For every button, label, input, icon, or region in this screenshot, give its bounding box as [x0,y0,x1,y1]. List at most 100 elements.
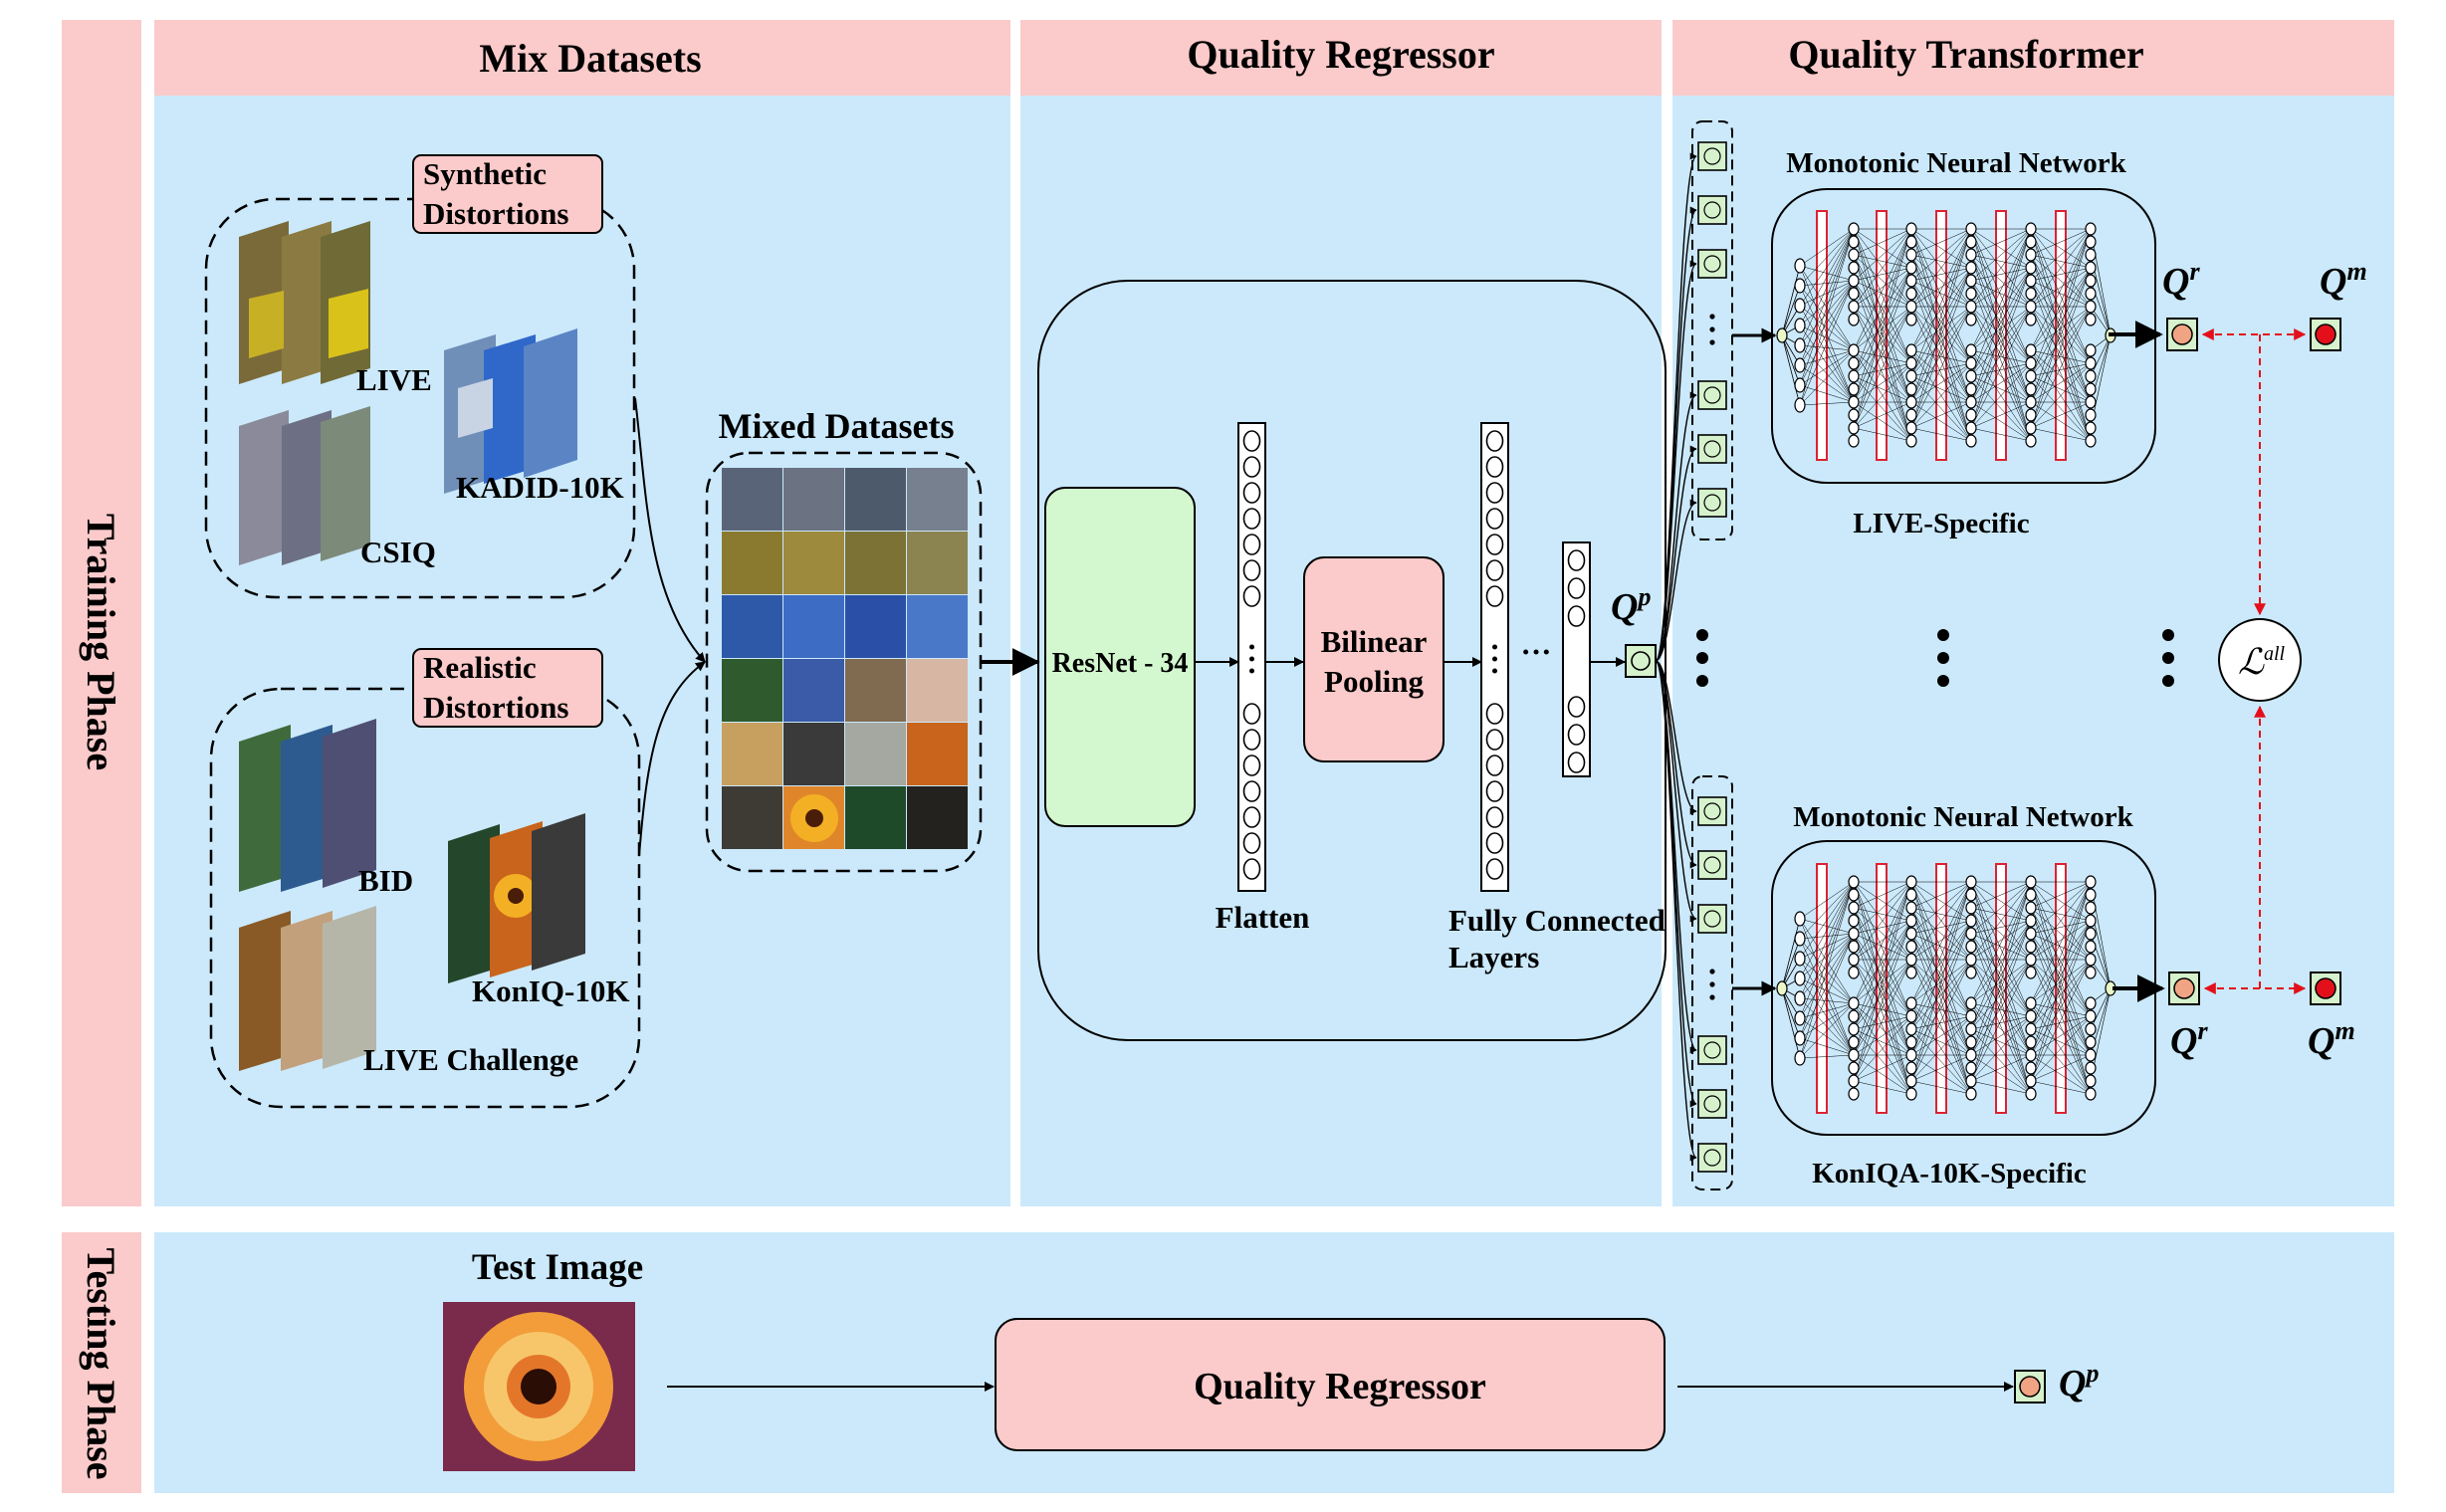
mnn-neuron [2025,1022,2037,1036]
mnn-neuron [1794,318,1806,333]
mnn-neuron [1965,875,1977,889]
mnn-edge [1853,920,1912,1056]
mnn-edge [1799,280,1855,386]
mnn-neuron [1965,382,1977,396]
mnn-edge [1799,977,1855,1056]
mnn-edge [2030,228,2092,308]
neuron [1567,724,1586,746]
mnn-neuron [1848,1022,1860,1036]
mnn-edge [2030,306,2092,403]
qm-top-label: Qm [2320,257,2367,303]
mnn-edge [1910,920,1972,961]
mnn-neuron [2025,421,2037,435]
mnn-edge [1910,881,1972,1082]
mnn-neuron [1848,966,1860,979]
mnn-neuron [2085,287,2097,301]
mixed-grid-image [722,532,782,594]
neuron [1242,430,1261,452]
mnn-neuron [2025,248,2037,262]
mnn-edge [1799,228,1855,287]
mnn-edge [1910,362,1972,377]
mnn-edge [1853,306,1912,377]
mnn-edge [1910,267,1972,429]
mnn-edge [1799,280,1855,406]
mnn-neuron [2085,434,2097,448]
mnn-edge [1799,933,1855,979]
mnn-edge [2030,907,2092,961]
mnn-edge [1910,881,1972,961]
mnn-edge [1799,285,1855,351]
mnn-neuron [1848,1009,1860,1023]
input-ellipsis-dot [1709,981,1715,987]
mnn-input-neuron [1776,327,1788,343]
mnn-neuron [1965,888,1977,902]
realistic-tag-line1: Realistic [423,650,537,685]
mixed-grid-image [783,723,844,785]
mnn-neuron [1965,996,1977,1010]
mnn-neuron [2025,914,2037,928]
mnn-neuron [2085,1035,2097,1049]
mnn-neuron [2085,235,2097,249]
input-node-dot [1703,255,1721,273]
mixed-grid-image [722,595,782,658]
input-ellipsis-dot [1709,969,1715,974]
mnn-edge [1910,228,1972,364]
mnn-edge [1781,265,1801,336]
mnn-edge [1853,306,1912,429]
mnn-neuron [1965,1087,1977,1101]
mnn-edge [1853,362,1912,377]
mnn-edge [1910,228,1972,351]
mnn-neuron [2085,261,2097,275]
mnn-neuron [1848,1074,1860,1088]
fanout-arrow [1655,499,1697,662]
mixed-grid-image [907,532,968,594]
mnn-edge [1799,933,1855,999]
mnn-edge [1853,959,1912,1056]
qp-label: Qp [1611,582,1651,628]
mixed-grid-image [907,468,968,531]
mnn-edge [1910,267,1972,377]
mnn-edge [1910,959,1972,1082]
mnn-neuron [1905,300,1917,314]
live-challenge-image-stack [239,906,376,1071]
input-node-dot [1703,201,1721,219]
mnn-edge [1910,1028,1972,1056]
mnn-edge [1799,305,1855,351]
mnn-neuron [2025,274,2037,288]
qr-top-label: Qr [2162,257,2200,303]
mnn-edge [2030,1002,2092,1017]
mnn-neuron [1794,298,1806,314]
mnn-edge [1910,267,1972,308]
mnn-edge [1853,881,1912,1082]
mnn-edge [1970,1054,2032,1095]
mnn-bottom-network [1776,863,2116,1114]
mnn-neuron [1848,421,1860,435]
testing-phase-label: Testing Phase [79,1247,123,1479]
mnn-neuron [1794,971,1806,986]
mnn-neuron [2085,966,2097,979]
mnn-neuron [1794,337,1806,353]
mnn-edge [1799,938,1855,1004]
mixed-grid-image [722,786,782,849]
fc-dots: ··· [1520,634,1551,669]
mnn-edge [1853,881,1912,1030]
mnn-edge [1970,306,2032,403]
mnn-edge [1799,324,1855,403]
mnn-edge [1910,228,1972,429]
mnn-edge [1799,349,1855,386]
mnn-neuron [2025,343,2037,357]
mnn-edge [2030,349,2092,364]
mnn-neuron [1794,278,1806,294]
mnn-edge [1970,959,2032,1095]
mnn-layer-bar [1876,863,1888,1114]
mnn-neuron [1905,356,1917,370]
mnn-edge [1799,881,1855,999]
mnn-edge [2030,362,2092,377]
mnn-edge [1910,267,1972,351]
mnn-edge [1853,267,1912,282]
mnn-edge [1853,228,1912,351]
mnn-neuron [2025,966,2037,979]
mnn-neuron [2085,313,2097,326]
mnn-edge [1781,918,1801,989]
